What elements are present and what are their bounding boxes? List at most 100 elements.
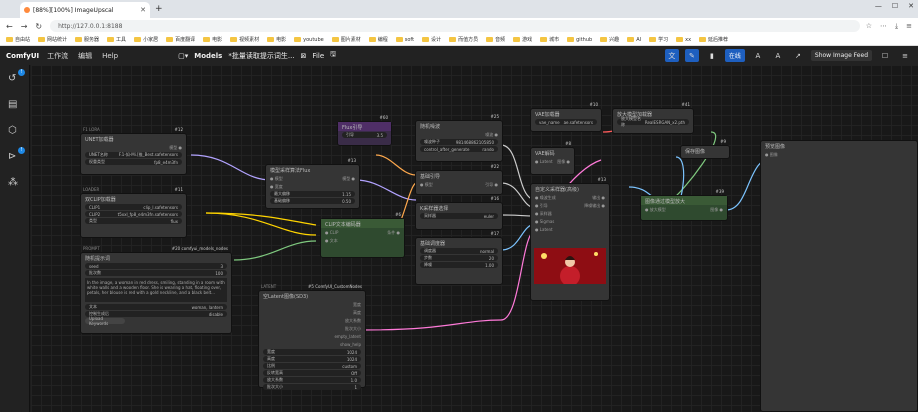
queue-button[interactable]: 在线 [724,49,745,62]
workflow-tab[interactable]: ▢▾ Models *批量读取提示词生... ⊠ File 🖫 [178,50,336,61]
save-icon[interactable]: 🖫 [330,50,337,58]
bookmark-item[interactable]: 服务器 [75,36,99,43]
bookmark-item[interactable]: AI [627,37,641,43]
minimize-icon[interactable]: — [874,2,882,10]
file-menu[interactable]: File [312,51,325,60]
image-upscale-node[interactable]: #39 图像通过模型放大 ● 放大模型图像 ● [640,189,728,221]
custom-prompt-node[interactable]: PROMPT #20 comfyui_models_nodes 随机提示词 se… [80,246,232,334]
bookmark-item[interactable]: 图片素材 [331,36,361,43]
maximize-icon[interactable]: ☐ [891,2,899,10]
image-icon[interactable]: ⊠ [300,51,307,60]
bookmark-item[interactable]: 自由站 [6,36,30,43]
image-feed-button[interactable]: Show Image Feed [810,50,872,61]
text-a2-icon[interactable]: A [775,51,781,60]
prompt-textarea[interactable]: In the image, a woman in red dress, smil… [85,278,227,302]
bookmark-item[interactable]: 工具 [107,36,126,43]
queue-icon[interactable]: ▤ [8,99,18,110]
bookmark-item[interactable]: 电影 [267,36,286,43]
close-window-icon[interactable]: ✕ [908,2,914,10]
url-input[interactable]: http://127.0.0.1:8188 [50,20,860,32]
bookmark-item[interactable]: 编程 [368,36,388,43]
bookmark-item[interactable]: 游戏 [513,36,532,43]
bookmark-item[interactable]: 小家居 [134,36,158,43]
bookmark-icon[interactable]: ▮ [709,51,714,60]
preview-image-node[interactable]: 预览图像 ● 图像 [760,140,918,412]
bookmark-item[interactable]: 设计 [422,36,441,43]
bookmark-item[interactable]: 网站统计 [38,36,67,43]
draw-icon[interactable]: ✎ [684,49,699,62]
menu-workflow[interactable]: 工作流 [47,51,69,60]
workflow-dropdown-icon[interactable]: ▢▾ [178,51,189,60]
extensions-icon[interactable]: ⋯ [880,21,888,30]
translate-icon[interactable]: 文 [664,49,679,62]
bookmark-item[interactable]: 而值方员 [449,36,478,43]
menu-help[interactable]: Help [102,51,119,60]
reload-icon[interactable]: ↻ [35,21,43,31]
bookmark-item[interactable]: youtube [294,37,324,43]
bookmark-item[interactable]: 延后推荐 [699,36,728,43]
new-tab-icon[interactable]: + [155,4,163,14]
bookmark-item[interactable]: 学习 [649,36,668,43]
node-library-icon[interactable]: ⊳! [8,147,25,165]
model-library-icon[interactable]: ⬡ [8,125,17,136]
menu-edit[interactable]: 编辑 [78,51,93,60]
download-icon[interactable]: ⤓ [895,21,899,30]
bookmark-item[interactable]: xx [676,37,691,43]
save-image-node[interactable]: #9 保存图像 [680,139,730,159]
workflows-icon[interactable]: ⁂ [8,177,18,188]
bookmark-item[interactable]: soft [395,37,414,43]
browser-tab[interactable]: [88%][100%] ImageUpscal ✕ [20,2,150,18]
bookmark-item[interactable]: 音频 [486,36,505,43]
panel-icon[interactable]: ☐ [881,51,889,60]
empty-latent-node[interactable]: LATENT #5 ComfyUI_CustomNodes 空Latent图像(… [258,284,366,390]
forward-icon[interactable]: → [20,21,28,31]
bookmark-item[interactable]: 百度翻译 [166,36,195,43]
bookmark-item[interactable]: 兴趣 [600,36,619,43]
close-tab-icon[interactable]: ✕ [140,6,146,14]
menu-icon[interactable]: ≡ [906,21,912,30]
upload-keywords-button[interactable]: Upload Keywords [85,316,125,326]
bookmark-item[interactable]: 城市 [540,36,559,43]
star-icon[interactable]: ☆ [865,21,873,30]
basic-guider-node[interactable]: #22 基础引导 ● 模型引导 ● [415,164,503,195]
bookmark-item[interactable]: github [567,37,592,43]
back-icon[interactable]: ← [6,21,13,31]
text-a-icon[interactable]: A [755,51,761,60]
